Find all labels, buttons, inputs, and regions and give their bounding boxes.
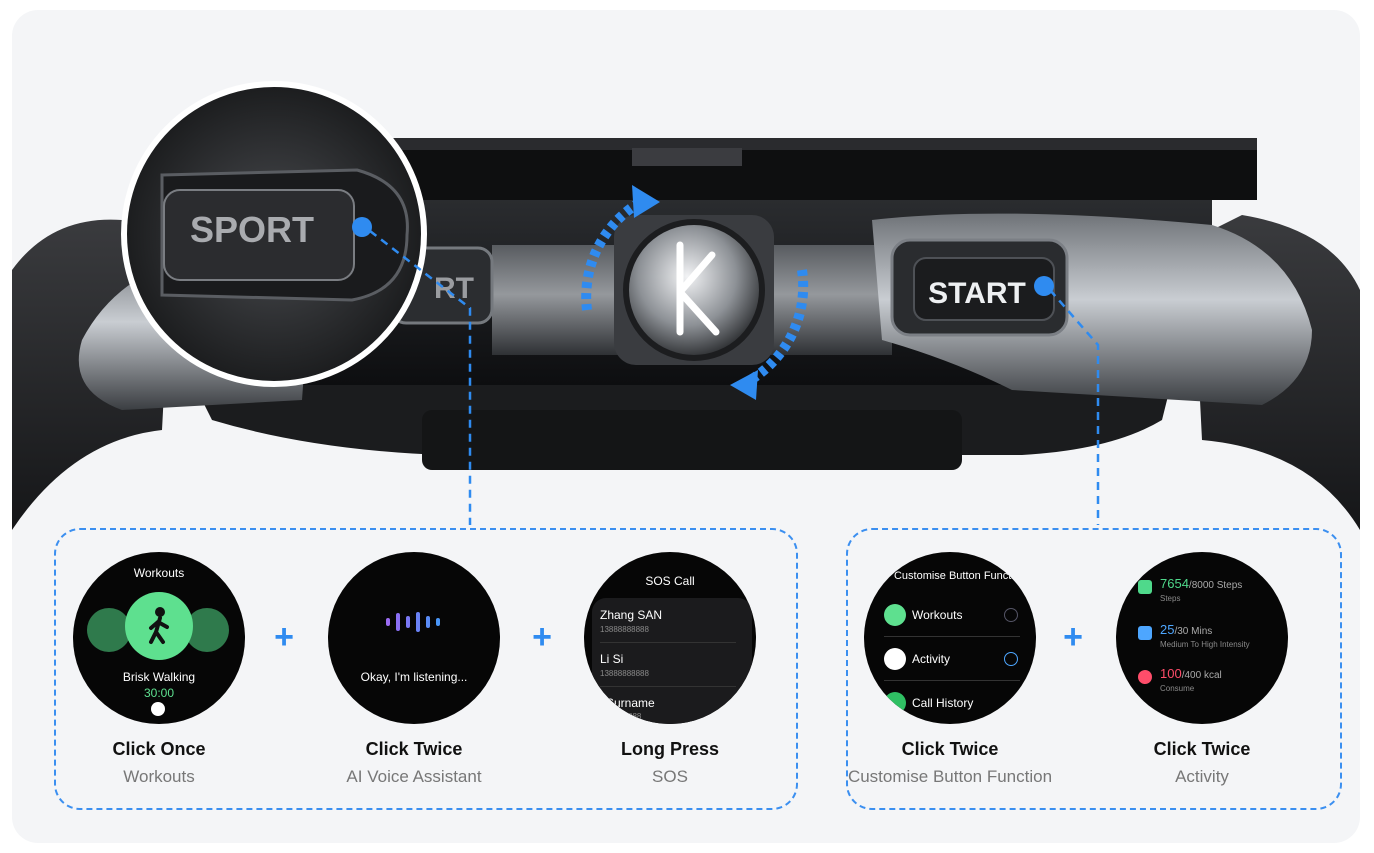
start-button-label: START — [928, 277, 1026, 310]
steps-target: /8000 Steps — [1188, 580, 1243, 591]
function-item-sos: SOS Call Zhang SAN 13888888888 Li Si 138… — [550, 552, 790, 787]
watch-screen-workouts: Workouts Brisk Walking 30:00 — [73, 552, 245, 724]
function-item-voice: Okay, I'm listening... Click Twice AI Vo… — [294, 552, 534, 787]
function-subtitle: Activity — [1175, 767, 1229, 786]
intensity-value: 25 — [1160, 622, 1175, 637]
screen-header: Customise Button Function — [893, 570, 1027, 582]
plus-icon: + — [532, 618, 552, 656]
workouts-icon — [884, 604, 906, 626]
function-subtitle: AI Voice Assistant — [346, 767, 482, 786]
function-item-customise: Customise Button Function Workouts Activ… — [830, 552, 1070, 787]
screen-header: SOS Call — [645, 574, 695, 588]
steps-label: Steps — [1160, 594, 1181, 603]
workout-icon-run — [87, 608, 131, 652]
option-label[interactable]: Call History — [912, 696, 974, 710]
intensity-label: Medium To High Intensity — [1160, 640, 1250, 649]
calories-value: 100 — [1160, 666, 1182, 681]
function-title: Click Twice — [1153, 739, 1251, 759]
function-item-workouts: Workouts Brisk Walking 30:00 Click Once … — [39, 552, 279, 787]
steps-icon — [1138, 580, 1152, 594]
activity-ring-icon — [884, 648, 906, 670]
workout-icon-walk[interactable] — [125, 592, 193, 660]
contacts-list — [592, 598, 752, 724]
watch-side-illustration: RT START SPORT — [12, 81, 1360, 531]
function-subtitle: Customise Button Function — [847, 767, 1053, 786]
watch-screen-customise: Customise Button Function Workouts Activ… — [864, 552, 1036, 724]
watch-screen-activity: 7654/8000 Steps Steps 25/30 Mins Medium … — [1116, 552, 1288, 724]
calories-label: Consume — [1160, 684, 1195, 693]
start-indicator-dot — [1034, 276, 1054, 296]
plus-icon: + — [1063, 618, 1083, 656]
function-subtitle: SOS — [652, 767, 688, 786]
contact-number: 13888888888 — [600, 625, 649, 634]
start-button-functions-group — [846, 528, 1342, 810]
activity-time: 30:00 — [143, 686, 175, 700]
voice-wave-icon — [386, 612, 440, 632]
function-title: Click Twice — [901, 739, 999, 759]
rotate-arrow-icon — [581, 195, 647, 311]
product-card: RT START SPORT Workouts — [12, 10, 1360, 843]
option-check-icon[interactable] — [1004, 652, 1018, 666]
option-label[interactable]: Workouts — [912, 608, 963, 622]
function-subtitle: Workouts — [123, 767, 195, 786]
watch-screen-sos: SOS Call Zhang SAN 13888888888 Li Si 138… — [584, 552, 756, 724]
plus-icon: + — [274, 618, 294, 656]
start-connector-line — [1049, 289, 1100, 525]
calories-target: /400 kcal — [1181, 670, 1222, 681]
sport-button-functions-group — [54, 528, 798, 810]
watch-screen-voice: Okay, I'm listening... — [328, 552, 500, 724]
contact-name[interactable]: Surname — [606, 696, 655, 710]
sport-indicator-dot — [352, 217, 372, 237]
contact-number: 888 — [628, 712, 642, 721]
sport-partial-label: RT — [434, 272, 474, 305]
function-item-activity: 7654/8000 Steps Steps 25/30 Mins Medium … — [1082, 552, 1322, 787]
screen-header: Workouts — [133, 566, 185, 580]
call-icon — [884, 692, 906, 714]
crown-knob[interactable] — [623, 219, 765, 361]
function-title: Click Twice — [365, 739, 463, 759]
activity-name: Brisk Walking — [122, 670, 196, 684]
option-label[interactable]: Activity — [912, 652, 951, 666]
function-title: Click Once — [112, 739, 206, 759]
sport-button-label: SPORT — [190, 209, 314, 250]
intensity-icon — [1138, 626, 1152, 640]
settings-gear-icon[interactable] — [151, 702, 165, 716]
contact-name[interactable]: Li Si — [600, 652, 624, 666]
sport-connector-line — [369, 230, 472, 525]
function-title: Long Press — [620, 739, 720, 759]
contact-number: 13888888888 — [600, 669, 649, 678]
calories-icon — [1138, 670, 1152, 684]
rotate-arrow-icon-2 — [744, 269, 809, 387]
voice-message: Okay, I'm listening... — [360, 670, 468, 684]
crown-logo-icon — [676, 241, 720, 336]
steps-value: 7654 — [1160, 576, 1189, 591]
contact-name[interactable]: Zhang SAN — [600, 608, 663, 622]
intensity-target: /30 Mins — [1174, 626, 1213, 637]
option-check-icon[interactable] — [1004, 608, 1018, 622]
